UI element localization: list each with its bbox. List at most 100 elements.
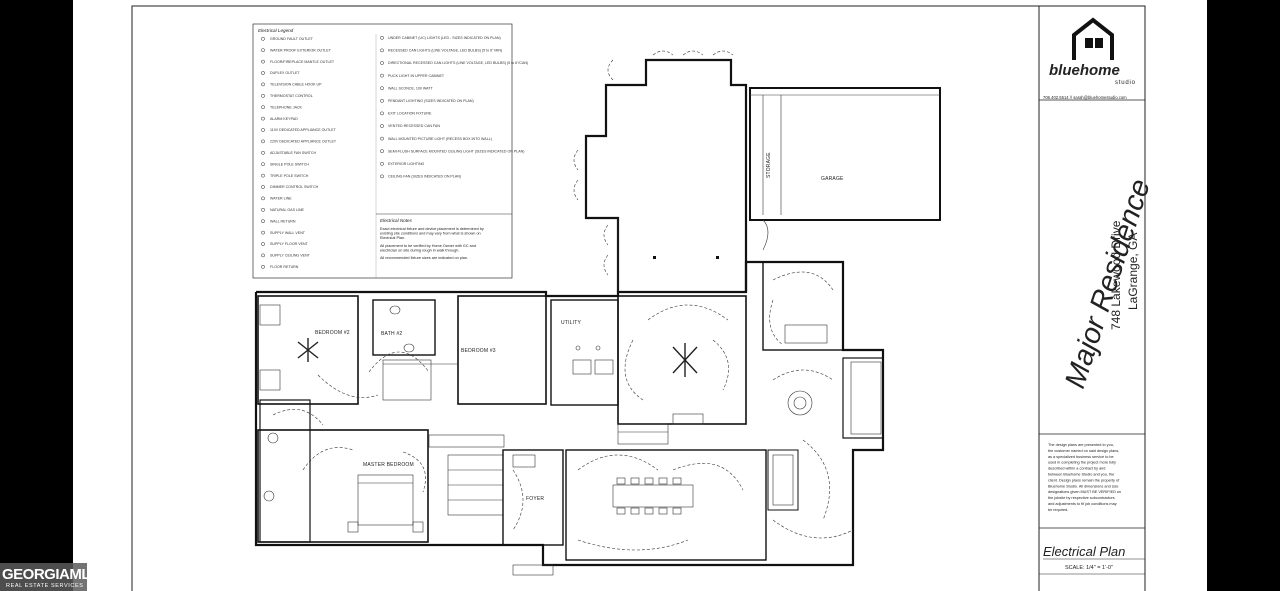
brand-subtitle: studio bbox=[1115, 80, 1136, 86]
legend-symbol-icon bbox=[261, 71, 265, 75]
watermark-title: GEORGIAMLS bbox=[2, 566, 100, 583]
legend-symbol-icon bbox=[261, 253, 265, 258]
legend-symbol-icon bbox=[261, 230, 265, 235]
disclaimer-line: be required. bbox=[1048, 508, 1068, 512]
legend-item: WALL RETURN bbox=[270, 219, 296, 223]
legend-item: CEILING FAN (SIZES INDICATED ON PLAN) bbox=[388, 175, 461, 179]
floor-plan: GARAGE STORAGE BEDROOM #2 BATH #2 BEDROO… bbox=[254, 50, 941, 576]
legend-item: EXIT LOCATION FIXTURE bbox=[388, 112, 432, 116]
electrical-note-line: Exact electrical fixture and device plac… bbox=[380, 227, 484, 231]
legend-item: FLOOR RETURN bbox=[270, 265, 299, 269]
disclaimer-line: the customer named on said design plans, bbox=[1048, 449, 1119, 453]
legend-item: TELEVISION CABLE HOOK UP bbox=[270, 83, 322, 87]
electrical-note-line: existing site conditions and may vary fr… bbox=[380, 232, 481, 236]
legend-item: PUCK LIGHT IN UPPER CABINET bbox=[388, 74, 445, 78]
room-master-bedroom: MASTER BEDROOM bbox=[363, 462, 414, 468]
legend-symbol-icon bbox=[261, 207, 265, 212]
legend-symbol-icon bbox=[380, 111, 384, 116]
disclaimer-line: The design plans are presented to you, bbox=[1048, 443, 1114, 447]
legend-symbol-icon bbox=[261, 139, 265, 144]
legend-item: TRIPLE POLE SWITCH bbox=[270, 174, 309, 178]
watermark-subtitle: REAL ESTATE SERVICES bbox=[6, 583, 84, 589]
legend-item: SINGLE POLE SWITCH bbox=[270, 162, 309, 166]
legend-symbol-icon bbox=[380, 149, 384, 154]
disclaimer-line: as a specialized business service to be bbox=[1048, 455, 1114, 459]
legend-symbol-icon bbox=[380, 174, 384, 179]
legend-symbol-icon bbox=[380, 161, 384, 166]
legend-item: UNDER CABINET (UC) LIGHTS (LED - SIZES I… bbox=[388, 36, 501, 40]
legend-symbol-icon bbox=[261, 150, 265, 155]
legend-item: THERMOSTAT CONTROL bbox=[270, 94, 313, 98]
legend-symbol-icon bbox=[261, 128, 265, 132]
electrical-note-line: All recommended fixture sizes are indica… bbox=[380, 256, 468, 260]
disclaimer-line: designations given MUST BE VERIFIED on bbox=[1048, 490, 1121, 494]
legend-item: WALL MOUNTED PICTURE LIGHT (RECESS BOX I… bbox=[388, 137, 492, 141]
legend-item: GROUND FAULT OUTLET bbox=[270, 37, 314, 41]
title-block: bluehome studio 706.402.5514 // sarah@bl… bbox=[1039, 17, 1157, 575]
legend-item: DIRECTIONAL RECESSED CAN LIGHTS (LINE VO… bbox=[388, 61, 528, 65]
electrical-plan-drawing: Electrical Legend GROUND FAULT OUTLETWAT… bbox=[131, 5, 1157, 591]
ceiling-fan-icon bbox=[672, 343, 698, 377]
disclaimer-line: client. Design plans remain the property… bbox=[1048, 478, 1120, 482]
legend-item: 220V DEDICATED APPLIANCE OUTLET bbox=[270, 140, 337, 144]
legend-symbol-icon bbox=[261, 173, 265, 178]
legend-item: SUPPLY CEILING VENT bbox=[270, 254, 311, 258]
contact-info: 706.402.5514 // sarah@bluehomestudio.com bbox=[1043, 95, 1127, 100]
electrical-legend: Electrical Legend GROUND FAULT OUTLETWAT… bbox=[252, 23, 528, 279]
legend-symbol-icon bbox=[261, 242, 265, 246]
legend-symbol-icon bbox=[380, 86, 384, 91]
room-utility: UTILITY bbox=[561, 320, 581, 326]
legend-item: ALARM KEYPAD bbox=[270, 117, 298, 121]
legend-symbol-icon bbox=[261, 219, 265, 224]
dining-chairs bbox=[616, 477, 682, 515]
legend-symbol-icon bbox=[261, 185, 265, 189]
legend-symbol-icon bbox=[380, 35, 384, 40]
legend-symbol-icon bbox=[380, 124, 384, 128]
room-bedroom-3: BEDROOM #3 bbox=[461, 348, 496, 354]
electrical-note-line: Electrical Plan. bbox=[380, 236, 405, 240]
legend-symbol-icon bbox=[261, 82, 265, 87]
legend-item: DUPLEX OUTLET bbox=[270, 71, 300, 75]
legend-item: 110V DEDICATED APPLIANCE OUTLET bbox=[270, 128, 337, 132]
legend-symbol-icon bbox=[380, 136, 384, 141]
electrical-note-line: electrician on site during rough in walk… bbox=[380, 248, 459, 252]
electrical-notes: Exact electrical fixture and device plac… bbox=[380, 227, 484, 260]
drawing-scale: SCALE: 1/4" = 1'-0" bbox=[1065, 565, 1113, 571]
room-bath-2: BATH #2 bbox=[381, 331, 402, 337]
disclaimer-line: Bluehome Studio. All dimensions and size bbox=[1048, 484, 1119, 488]
legend-symbol-icon bbox=[261, 116, 265, 121]
legend-item: SEMI-FLUSH SURFACE MOUNTED CEILING LIGHT… bbox=[388, 149, 524, 153]
legend-symbol-icon bbox=[261, 105, 265, 110]
legend-item: ADJUSTABLE FAN SWITCH bbox=[270, 151, 316, 155]
legend-symbol-icon bbox=[261, 59, 265, 64]
project-address-line2: LaGrange, GA bbox=[1126, 233, 1140, 310]
legend-symbol-icon bbox=[261, 48, 265, 53]
ceiling-fan-icon bbox=[297, 338, 319, 362]
disclaimer-line: the jobsite by respective subcontractors bbox=[1048, 496, 1115, 500]
bluehome-logo-icon bbox=[1072, 17, 1114, 60]
legend-right-column: UNDER CABINET (UC) LIGHTS (LED - SIZES I… bbox=[380, 35, 528, 179]
electrical-note-line: All placement to be verified by Home Own… bbox=[380, 244, 476, 248]
legend-item: EXTERIOR LIGHTING bbox=[388, 162, 425, 166]
legend-symbol-icon bbox=[261, 36, 265, 41]
legend-symbol-icon bbox=[261, 264, 265, 269]
legend-symbol-icon bbox=[380, 98, 384, 103]
legend-symbol-icon bbox=[380, 61, 384, 65]
legend-item: TELEPHONE JACK bbox=[270, 105, 303, 109]
legend-item: VENTED RECESSED CAN FAN bbox=[388, 124, 440, 128]
disclaimer-line: between Bluehome Studio and you, the bbox=[1048, 473, 1114, 477]
room-foyer: FOYER bbox=[526, 496, 544, 502]
disclaimer-text: The design plans are presented to you, th… bbox=[1048, 443, 1121, 512]
georgia-mls-watermark: GEORGIAMLS REAL ESTATE SERVICES bbox=[0, 563, 100, 591]
room-bedroom-2: BEDROOM #2 bbox=[315, 330, 350, 336]
legend-symbol-icon bbox=[380, 48, 384, 53]
legend-symbol-icon bbox=[261, 162, 265, 167]
legend-item: WALL SCONCE, 100 WATT bbox=[388, 86, 433, 90]
sheet-border bbox=[131, 5, 1146, 591]
notes-title: Electrical Notes bbox=[380, 218, 413, 223]
legend-item: DIMMER CONTROL SWITCH bbox=[270, 185, 319, 189]
legend-title: Electrical Legend bbox=[258, 28, 294, 33]
disclaimer-line: and adjustments to fit job conditions ma… bbox=[1048, 502, 1117, 506]
